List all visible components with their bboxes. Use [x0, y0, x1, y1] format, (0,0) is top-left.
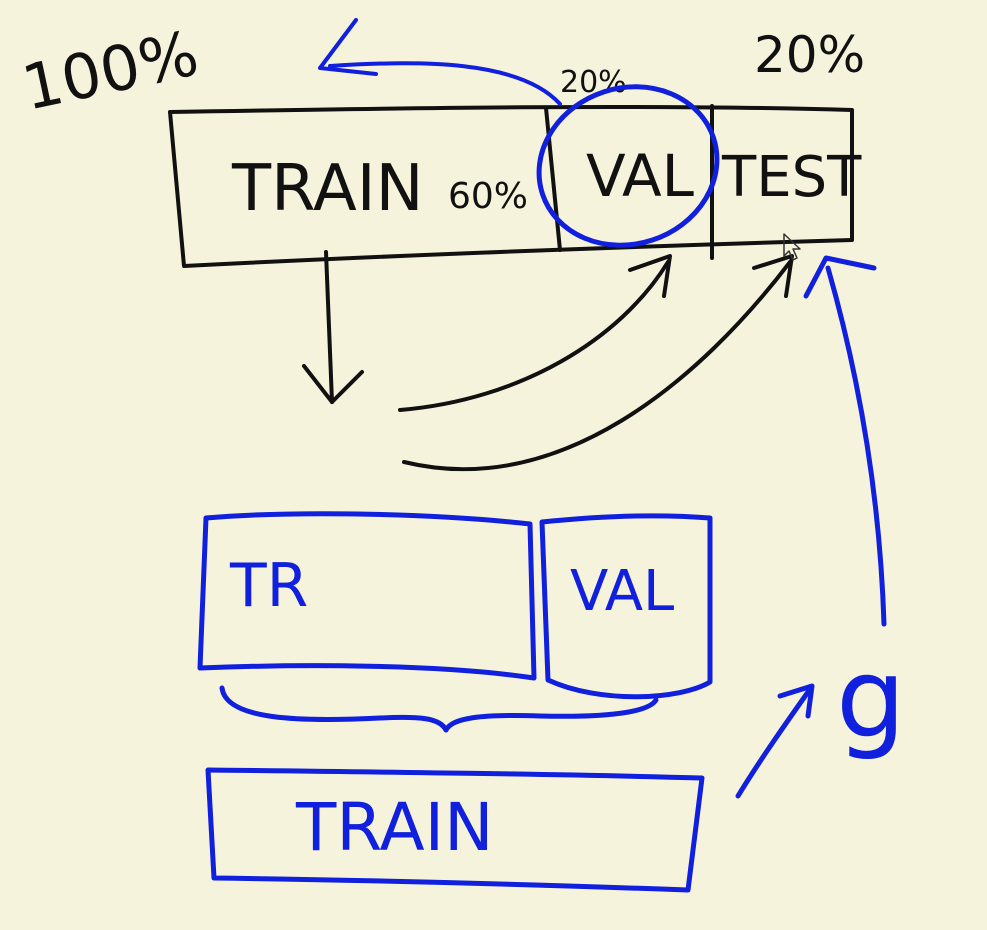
tr-label: TR	[229, 551, 308, 621]
train-merged-box	[205, 767, 705, 893]
arrow-train-to-g	[735, 683, 815, 799]
val-label: VAL	[586, 142, 694, 210]
dataset-bar-outline	[168, 104, 854, 268]
arrow-to-test	[402, 254, 794, 472]
model-g-label: g	[836, 634, 906, 762]
val-highlight-circle	[536, 84, 720, 248]
val-bottom-label: VAL	[570, 559, 674, 624]
train-label: TRAIN	[231, 152, 424, 226]
val-left-divider	[544, 106, 562, 252]
mouse-cursor-icon	[783, 233, 801, 261]
bottom-split-diagram: TR VAL TRAIN g	[197, 511, 906, 893]
arrow-g-to-test	[803, 255, 887, 627]
test-label: TEST	[721, 145, 862, 210]
arrow-to-total	[318, 18, 562, 106]
top-split-diagram: 100% TRAIN 60% VAL 20% TEST 20%	[16, 16, 865, 472]
train-percent-label: 60%	[448, 176, 528, 217]
arrow-to-val	[398, 254, 672, 412]
blue-annotations	[318, 18, 887, 627]
merge-brace	[219, 685, 659, 733]
train-down-arrow	[302, 250, 364, 404]
val-box	[539, 513, 713, 700]
total-percent-label: 100%	[16, 16, 205, 124]
train-merged-label: TRAIN	[295, 789, 493, 866]
test-percent-label: 20%	[754, 26, 865, 84]
tr-box	[197, 511, 537, 681]
